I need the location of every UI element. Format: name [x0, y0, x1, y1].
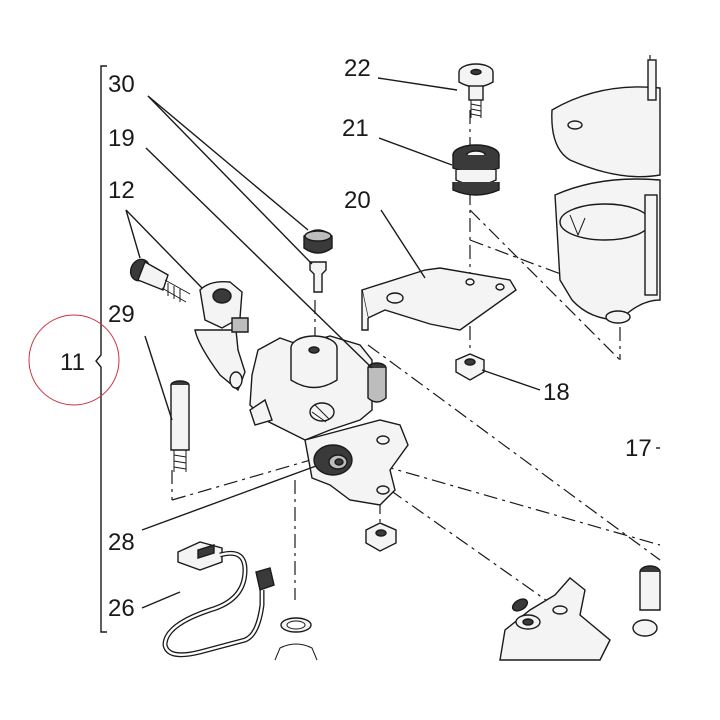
part-18-nut [455, 353, 485, 381]
washer [274, 617, 318, 661]
callout-11: 11 [60, 349, 85, 376]
leader-lines [125, 77, 541, 609]
part-29-pin [170, 380, 190, 472]
callout-19: 19 [108, 125, 135, 152]
main-body [249, 335, 373, 441]
callout-17: 17 [625, 435, 652, 462]
lower-nut [365, 522, 397, 552]
part-28-bushing-plate [304, 419, 409, 506]
assembly-bracket [95, 65, 107, 633]
part-21-grommet [452, 144, 500, 196]
callout-30: 30 [108, 71, 135, 98]
callout-28: 28 [108, 529, 135, 556]
part-19-sensor [367, 362, 387, 403]
part-30-cap-valve [303, 229, 333, 293]
clamp-bracket [194, 280, 249, 392]
callout-12: 12 [108, 177, 135, 204]
annotation-circle [28, 314, 120, 406]
callout-29: 29 [108, 301, 135, 328]
callout-26: 26 [108, 595, 135, 622]
part-12-bolt [129, 258, 191, 303]
callout-18: 18 [543, 379, 570, 406]
callout-21: 21 [342, 115, 369, 142]
lower-right-assembly [499, 565, 661, 661]
part-22-screw [458, 63, 494, 118]
part-26-cable [162, 541, 275, 658]
part-20-bracket [361, 267, 517, 331]
callout-labels: 22 30 21 19 20 12 29 11 18 17 28 26 [60, 55, 652, 622]
callout-22: 22 [344, 55, 371, 82]
fluid-reservoir [551, 59, 661, 324]
callout-20: 20 [344, 187, 371, 214]
